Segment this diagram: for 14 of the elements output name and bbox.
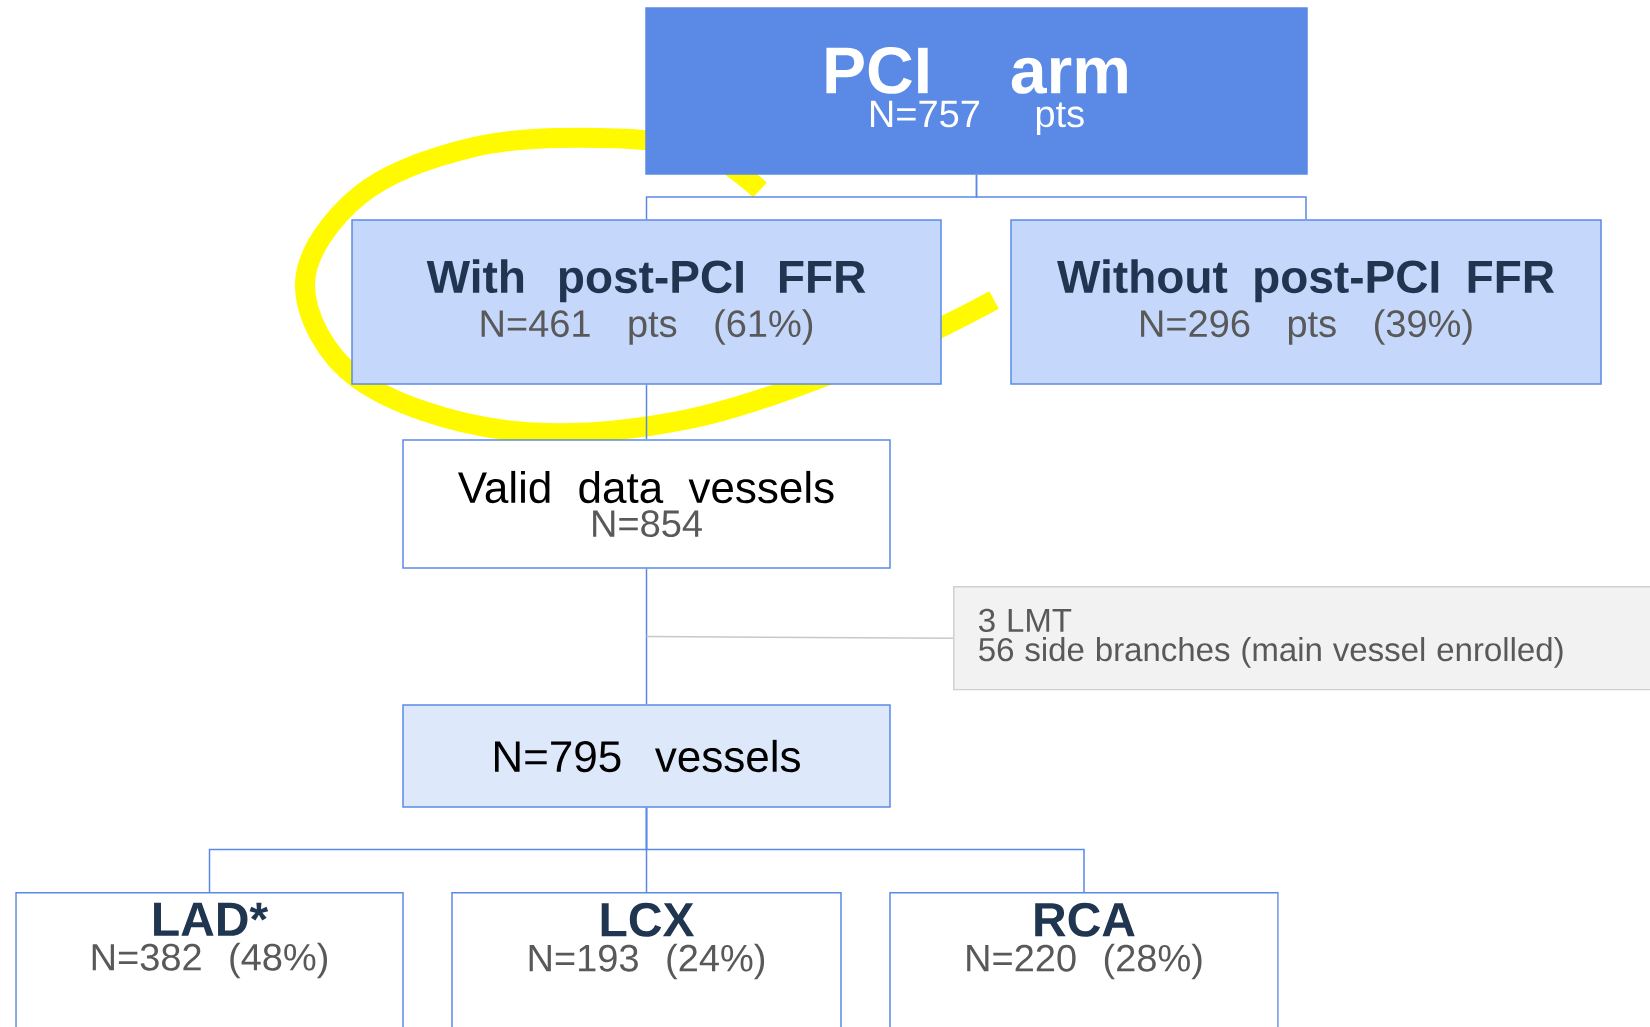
- group-box: With post-PCI FFR N=461 pts (61%): [351, 219, 942, 385]
- vessel-box: LCX N=193 (24%): [451, 892, 842, 1027]
- process-box: Valid data vessels N=854: [402, 439, 891, 569]
- connector-line: [645, 384, 648, 440]
- exclusion-box: 3 LMT 56 side branches (main vessel enrolled): [953, 586, 1650, 691]
- connector-line: [975, 174, 1307, 220]
- title-box: PCI arm N=757 pts: [645, 7, 1308, 175]
- result-box: N=795 vessels: [402, 704, 891, 808]
- vessel-box: RCA N=220 (28%): [889, 892, 1279, 1027]
- connector-line: [645, 568, 648, 705]
- connector-line: [645, 635, 954, 639]
- connector-line: [645, 807, 1085, 893]
- group-box: Without post-PCI FFR N=296 pts (39%): [1010, 219, 1602, 385]
- vessel-box: LAD* N=382 (48%): [15, 892, 404, 1027]
